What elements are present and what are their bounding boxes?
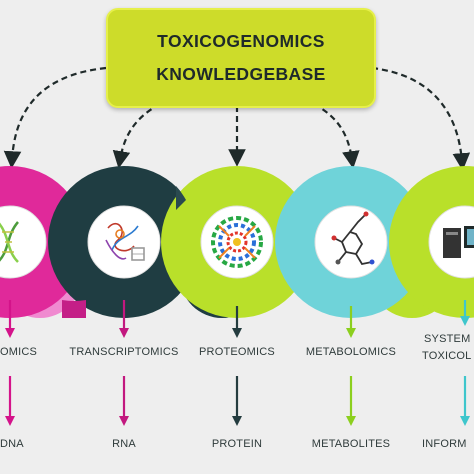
connector-systems — [371, 66, 471, 171]
knowledgebase-title-box: TOXICOGENOMICS KNOWLEDGEBASE — [106, 8, 376, 108]
molecule-label-protein: PROTEIN — [211, 438, 263, 450]
metabolite-molecule-icon — [331, 211, 375, 266]
omics-label-systems-line2: TOXICOL — [422, 350, 472, 362]
ribbon-overlap-2 — [176, 186, 186, 210]
systems-arrows — [460, 300, 470, 426]
title-line-2: KNOWLEDGEBASE — [156, 64, 326, 84]
connector-genomics — [3, 66, 107, 169]
dashed-connectors — [3, 66, 471, 171]
omics-label-proteomics: PROTEOMICS — [199, 346, 275, 358]
molecule-label-rna: RNA — [112, 438, 136, 450]
connector-transcriptomics — [112, 103, 161, 169]
rna-structure-icon — [105, 222, 145, 261]
omics-label-genomics: OMICS — [0, 346, 38, 358]
transcriptomics-arrows — [119, 300, 129, 426]
molecule-label-dna: DNA — [0, 438, 24, 450]
title-line-1: TOXICOGENOMICS — [157, 31, 325, 51]
omics-label-transcriptomics: TRANSCRIPTOMICS — [69, 346, 179, 358]
down-arrows — [5, 300, 470, 426]
omics-label-metabolomics: METABOLOMICS — [305, 346, 397, 358]
ribbon-overlap-1 — [62, 300, 86, 318]
disc-transcriptomics — [87, 205, 161, 279]
metabolomics-arrows — [346, 306, 356, 426]
genomics-arrows — [5, 300, 15, 426]
proteomics-arrows — [232, 306, 242, 426]
molecule-label-metabolites: METABOLITES — [311, 438, 391, 450]
dna-helix-icon — [0, 221, 19, 263]
disc-genomics — [0, 205, 47, 279]
connector-metabolomics — [313, 103, 360, 169]
protein-structure-icon — [211, 216, 263, 268]
molecule-label-information: INFORM — [422, 438, 467, 450]
omics-label-systems-line1: SYSTEM — [424, 333, 471, 345]
computer-monitor-icon — [443, 226, 474, 258]
disc-metabolomics — [314, 205, 388, 279]
